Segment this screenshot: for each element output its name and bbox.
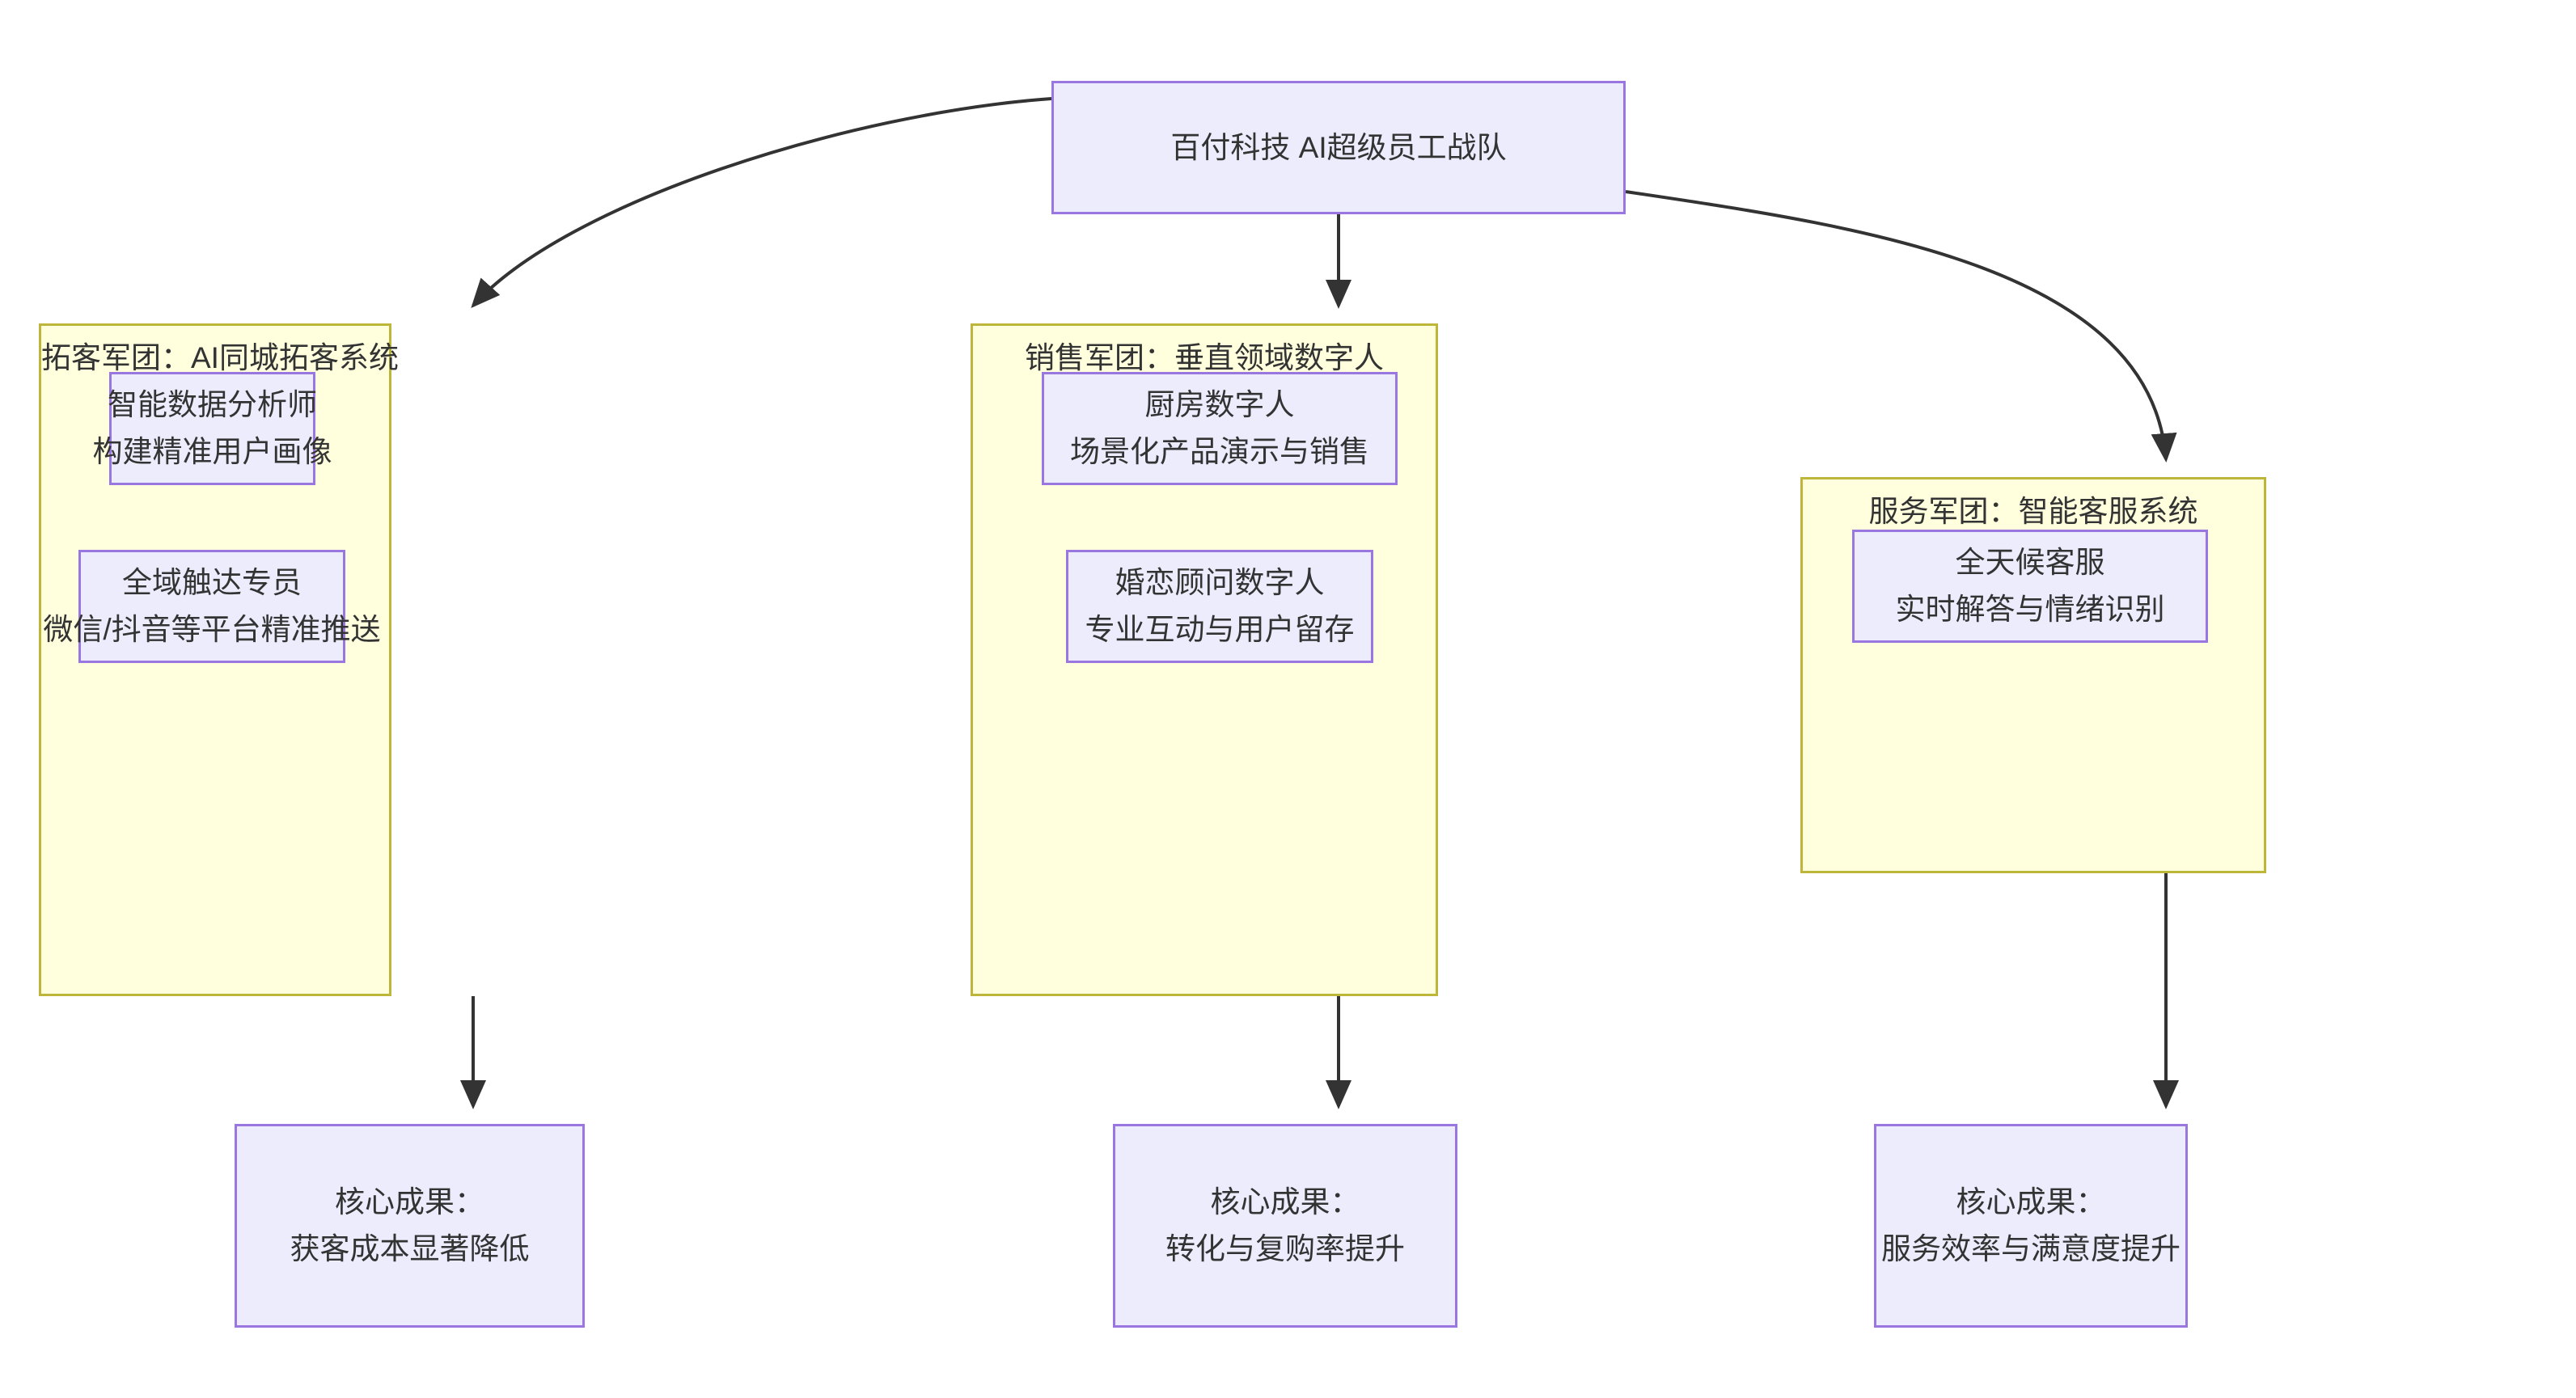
node-label-line-2: 实时解答与情绪识别 (1895, 593, 2165, 626)
outcome-label-line-2: 获客成本显著降低 (290, 1232, 530, 1265)
node-kitchen-digital-human[interactable]: 厨房数字人 场景化产品演示与销售 (1042, 372, 1398, 485)
outcome-label-line-1: 核心成果： (335, 1185, 484, 1218)
outcome-label-line-1: 核心成果： (1956, 1185, 2106, 1218)
node-label-line-1: 厨房数字人 (1144, 388, 1295, 421)
node-label-line-1: 全域触达专员 (122, 566, 302, 599)
edge-root-to-cluster-3 (1625, 190, 2177, 462)
node-intelligent-data-analyst[interactable]: 智能数据分析师 构建精准用户画像 (93, 372, 332, 485)
node-omnichannel-reach-specialist[interactable]: 全域触达专员 微信/抖音等平台精准推送 (43, 550, 381, 663)
outcome-node-conversion-repurchase[interactable]: 核心成果： 转化与复购率提升 (1113, 1124, 1457, 1328)
outcome-label-line-1: 核心成果： (1210, 1185, 1360, 1218)
node-label-line-2: 专业互动与用户留存 (1085, 613, 1355, 646)
cluster-title: 销售军团：垂直领域数字人 (1025, 341, 1384, 374)
cluster-title: 服务军团：智能客服系统 (1868, 495, 2198, 528)
outcome-node-service-efficiency[interactable]: 核心成果： 服务效率与满意度提升 (1874, 1124, 2188, 1328)
node-label-line-2: 构建精准用户画像 (92, 435, 332, 468)
node-label-line-1: 智能数据分析师 (108, 388, 317, 421)
node-label-line-1: 全天候客服 (1955, 546, 2105, 579)
node-label-line-1: 婚恋顾问数字人 (1115, 566, 1325, 599)
outcome-label-line-2: 服务效率与满意度提升 (1881, 1232, 2181, 1265)
root-node[interactable]: 百付科技 AI超级员工战队 (1051, 81, 1626, 214)
node-24-7-customer-service[interactable]: 全天候客服 实时解答与情绪识别 (1852, 530, 2208, 643)
node-label-line-2: 微信/抖音等平台精准推送 (43, 613, 381, 646)
node-matchmaking-advisor-digital-human[interactable]: 婚恋顾问数字人 专业互动与用户留存 (1066, 550, 1373, 663)
edge-root-to-cluster-1 (471, 97, 1052, 308)
root-node-label: 百付科技 AI超级员工战队 (1170, 130, 1507, 164)
cluster-title: 拓客军团：AI同城拓客系统 (41, 341, 399, 374)
outcome-node-acquisition-cost[interactable]: 核心成果： 获客成本显著降低 (235, 1124, 585, 1328)
node-label-line-2: 场景化产品演示与销售 (1070, 435, 1369, 468)
outcome-label-line-2: 转化与复购率提升 (1165, 1232, 1405, 1265)
